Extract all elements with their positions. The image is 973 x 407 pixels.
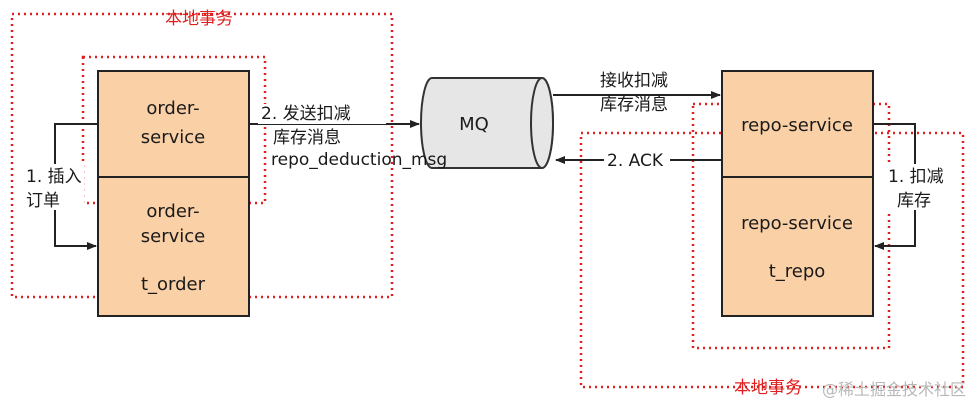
- insert-order-label-2: 订单: [26, 191, 60, 211]
- deduct-label-bg: [885, 164, 947, 210]
- order-service-db-box: [97, 176, 250, 317]
- send-message-label-3: repo_deduction_msg: [271, 150, 447, 170]
- repo-db-table: t_repo: [769, 261, 826, 282]
- repo-service-title: repo-service: [741, 115, 853, 136]
- left-local-transaction-inner: [81, 55, 267, 205]
- order-db-line1: order-: [146, 201, 199, 222]
- send-label-bg: [258, 104, 386, 124]
- ack-label: 2. ACK: [607, 151, 664, 171]
- order-service-line2: service: [141, 127, 205, 148]
- send-message-label-2: 库存消息: [273, 128, 341, 148]
- deduct-stock-label-2: 库存: [897, 191, 931, 211]
- repo-service-box: [721, 70, 874, 178]
- deduct-stock-label-1: 1. 扣减: [888, 167, 944, 187]
- left-local-transaction-label: 本地事务: [165, 9, 233, 29]
- right-local-transaction-label: 本地事务: [734, 378, 802, 398]
- insert-label-bg: [22, 164, 84, 210]
- mq-cylinder: [420, 77, 554, 169]
- order-db-line2: service: [141, 226, 205, 247]
- mq-label: MQ: [459, 114, 489, 135]
- receive-message-label-1: 接收扣减: [600, 71, 668, 91]
- order-db-table: t_order: [141, 274, 206, 295]
- repo-service-db-box: [721, 176, 874, 317]
- order-service-box: [97, 70, 250, 178]
- insert-order-label-1: 1. 插入: [26, 167, 82, 187]
- watermark: @稀土掘金技术社区: [822, 380, 966, 399]
- order-service-line1: order-: [146, 98, 199, 119]
- repo-db-line1: repo-service: [741, 213, 853, 234]
- ack-label-bg: [604, 150, 670, 170]
- receive-message-label-2: 库存消息: [600, 95, 668, 115]
- send-message-label-1: 2. 发送扣减: [261, 104, 351, 124]
